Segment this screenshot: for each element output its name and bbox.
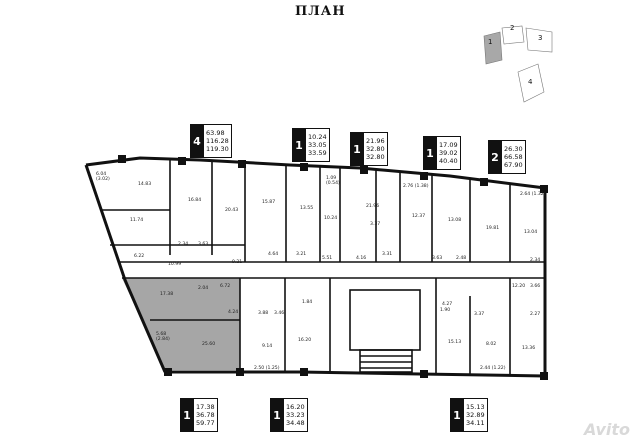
room-area-label: 4.64 <box>268 252 279 257</box>
selected-apartment[interactable] <box>122 278 240 370</box>
room-area-label: 5.68 (2.84) <box>156 332 170 342</box>
room-area-label: 16.84 <box>188 198 202 203</box>
rooms-count: 1 <box>270 398 284 432</box>
rooms-count: 4 <box>190 124 204 158</box>
room-area-label: 20.43 <box>225 208 239 213</box>
page-title: ПЛАН <box>295 4 346 19</box>
room-area-label: 4.27 <box>442 302 453 307</box>
room-area-label: 6.04 (3.02) <box>96 172 110 182</box>
room-area-label: 6.22 <box>134 254 145 259</box>
room-area-label: 3.66 <box>530 284 541 289</box>
key-label: 3 <box>538 34 543 42</box>
room-area-label: 6.72 <box>220 284 231 289</box>
outer-wall-west <box>84 164 167 373</box>
room-area-label: 16.20 <box>298 338 312 343</box>
room-area-label: 11.74 <box>130 218 144 223</box>
room-area-label: 3.63 <box>198 242 209 247</box>
room-area-label: 2.04 <box>198 286 209 291</box>
room-area-label: 3.37 <box>474 312 485 317</box>
room-area-label: 1.90 <box>440 308 451 313</box>
room-area-label: 17.38 <box>160 292 174 297</box>
room-area-label: 4.16 <box>356 256 367 261</box>
key-label: 4 <box>528 78 533 86</box>
room-area-label: 8.02 <box>486 342 497 347</box>
room-area-label: 3.31 <box>382 252 393 257</box>
room-area-label: 9.14 <box>262 344 273 349</box>
avito-watermark: Avito <box>583 420 630 439</box>
room-area-label: 19.81 <box>486 226 500 231</box>
room-area-label: 2.27 <box>530 312 541 317</box>
room-area-label: 3.37 <box>370 222 381 227</box>
room-area-label: 15.87 <box>262 200 276 205</box>
room-area-label: 12.20 <box>512 284 526 289</box>
room-area-label: 3.21 <box>296 252 307 257</box>
room-area-label: 1.09 (0.54) <box>326 176 340 186</box>
room-area-label: 3.46 <box>274 311 285 316</box>
key-plan <box>483 25 553 103</box>
room-area-label: 13.36 <box>522 346 536 351</box>
room-area-label: 2.50 (1.25) <box>254 366 280 371</box>
room-area-label: 25.60 <box>202 342 216 347</box>
rooms-count: 1 <box>180 398 194 432</box>
room-area-label: 13.04 <box>524 230 538 235</box>
room-area-label: 2.44 (1.22) <box>480 366 506 371</box>
room-area-label: 3.88 <box>258 311 269 316</box>
room-area-label: 10.99 <box>168 262 182 267</box>
room-area-label: 4.24 <box>228 310 239 315</box>
rooms-count: 1 <box>350 132 364 166</box>
room-area-label: 1.84 <box>302 300 313 305</box>
room-area-label: 5.51 <box>322 256 333 261</box>
room-area-label: 14.83 <box>138 182 152 187</box>
room-area-label: 2.48 <box>456 256 467 261</box>
key-label: 2 <box>510 24 515 32</box>
room-area-label: 21.96 <box>366 204 380 209</box>
room-area-label: 2.64 (1.32) <box>520 192 546 197</box>
key-section-1[interactable] <box>483 31 503 65</box>
rooms-count: 1 <box>450 398 464 432</box>
rooms-count: 2 <box>488 140 502 174</box>
rooms-count: 1 <box>292 128 306 162</box>
room-area-label: 2.76 (1.38) <box>403 184 429 189</box>
room-area-label: 15.13 <box>448 340 462 345</box>
key-section-2[interactable] <box>501 25 525 45</box>
rooms-count: 1 <box>423 136 437 170</box>
room-area-label: 2.34 <box>530 258 541 263</box>
room-area-label: 12.37 <box>412 214 426 219</box>
key-section-3[interactable] <box>525 27 553 53</box>
room-area-label: 13.55 <box>300 206 314 211</box>
room-area-label: 3.63 <box>432 256 443 261</box>
outer-wall-north <box>85 156 546 190</box>
key-label: 1 <box>488 38 493 46</box>
room-area-label: 9.21 <box>232 260 243 265</box>
room-area-label: 2.34 <box>178 242 189 247</box>
room-area-label: 10.24 <box>324 216 338 221</box>
key-section-4[interactable] <box>517 63 545 103</box>
outer-wall-south <box>165 370 546 378</box>
room-area-label: 13.08 <box>448 218 462 223</box>
